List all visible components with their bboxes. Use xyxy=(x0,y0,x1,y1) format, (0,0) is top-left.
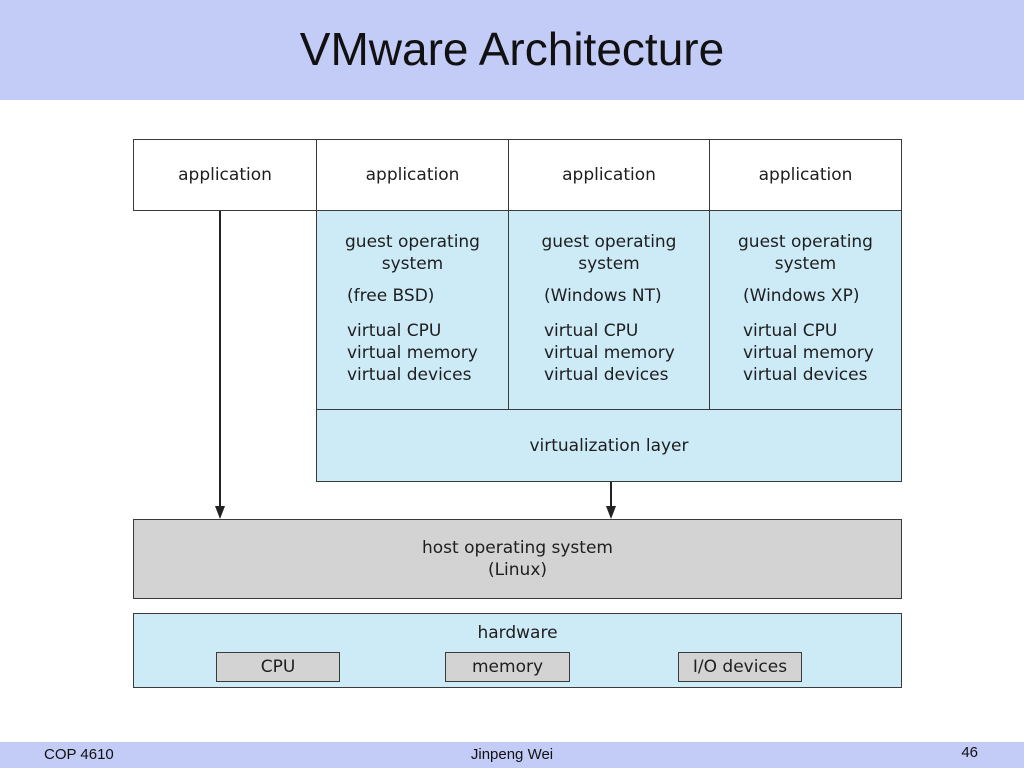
virtual-resources: virtual CPU virtual memory virtual devic… xyxy=(743,320,874,386)
virtualization-layer-label: virtualization layer xyxy=(529,435,689,456)
virtual-cpu: virtual CPU xyxy=(544,321,639,341)
application-label: application xyxy=(562,165,656,185)
virtual-cpu: virtual CPU xyxy=(347,321,442,341)
virtual-memory: virtual memory xyxy=(347,343,478,363)
virtual-memory: virtual memory xyxy=(743,343,874,363)
hardware-cpu-label: CPU xyxy=(260,657,296,677)
virtual-resources: virtual CPU virtual memory virtual devic… xyxy=(347,320,478,386)
footer-page-number: 46 xyxy=(961,744,978,761)
hardware-cpu: CPU xyxy=(216,652,340,682)
hardware-label: hardware xyxy=(477,623,558,643)
host-os-box: host operating system (Linux) xyxy=(133,519,902,599)
guest-os-title: guest operating system xyxy=(345,232,480,274)
footer-band: COP 4610 Jinpeng Wei 46 xyxy=(0,742,1024,768)
guest-os-box-freebsd: guest operating system (free BSD) virtua… xyxy=(316,210,509,410)
footer-author: Jinpeng Wei xyxy=(470,746,554,763)
virtual-memory: virtual memory xyxy=(544,343,675,363)
application-label: application xyxy=(365,165,460,185)
slide-title: VMware Architecture xyxy=(299,23,725,75)
virtual-devices: virtual devices xyxy=(743,365,868,385)
footer-course: COP 4610 xyxy=(44,746,114,763)
host-os-label: host operating system xyxy=(422,538,613,558)
application-box-guest-3: application xyxy=(709,139,902,211)
virtual-devices: virtual devices xyxy=(347,365,472,385)
guest-os-name: (free BSD) xyxy=(347,286,435,306)
virtual-devices: virtual devices xyxy=(544,365,669,385)
arrowhead-application-to-host-os xyxy=(215,506,225,519)
guest-os-title: guest operating system xyxy=(738,232,873,274)
virtualization-layer-box: virtualization layer xyxy=(316,409,902,482)
application-box-host: application xyxy=(133,139,317,211)
application-box-guest-1: application xyxy=(316,139,509,211)
hardware-io-devices-label: I/O devices xyxy=(692,657,788,677)
hardware-box: hardware CPU memory I/O devices xyxy=(133,613,902,688)
hardware-memory-label: memory xyxy=(471,657,544,677)
guest-os-box-windows-xp: guest operating system (Windows XP) virt… xyxy=(709,210,902,410)
guest-os-name: (Windows NT) xyxy=(544,286,662,306)
title-band: VMware Architecture xyxy=(0,0,1024,100)
guest-os-name: (Windows XP) xyxy=(743,286,860,306)
arrowhead-virtualization-to-host-os xyxy=(606,506,616,519)
host-os-name: (Linux) xyxy=(487,560,548,580)
guest-os-title: guest operating system xyxy=(541,232,677,274)
hardware-memory: memory xyxy=(445,652,570,682)
application-label: application xyxy=(178,165,272,185)
virtual-resources: virtual CPU virtual memory virtual devic… xyxy=(544,320,675,386)
virtual-cpu: virtual CPU xyxy=(743,321,838,341)
guest-os-box-windows-nt: guest operating system (Windows NT) virt… xyxy=(508,210,710,410)
application-label: application xyxy=(758,165,853,185)
hardware-io-devices: I/O devices xyxy=(678,652,802,682)
